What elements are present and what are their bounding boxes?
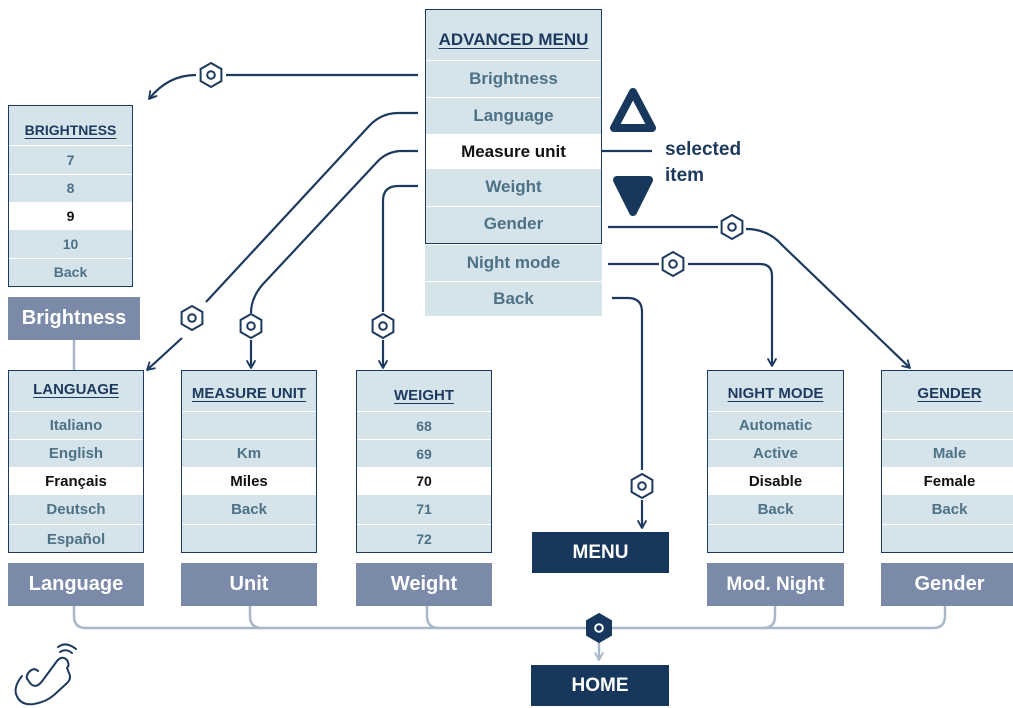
- language-menu: LANGUAGE Italiano English Français Deuts…: [8, 370, 144, 553]
- night-connector-arrow: [688, 262, 777, 367]
- gender-menu-title: GENDER: [917, 385, 982, 402]
- list-item[interactable]: 72: [416, 531, 432, 547]
- list-item[interactable]: Back: [931, 500, 968, 518]
- list-item[interactable]: Active: [752, 445, 799, 462]
- unit-label: Unit: [181, 563, 317, 606]
- list-item: [882, 525, 1013, 553]
- hexagon-button-icon: [180, 304, 204, 332]
- list-item[interactable]: Miles: [182, 467, 316, 495]
- list-item[interactable]: Disable: [708, 467, 843, 495]
- list-item[interactable]: 68: [416, 417, 432, 434]
- menu-item-weight[interactable]: Weight: [485, 177, 542, 196]
- list-item[interactable]: Male: [932, 445, 967, 462]
- weight-label: Weight: [356, 563, 492, 606]
- list-item[interactable]: English: [48, 445, 104, 462]
- triangle-down-icon: [613, 176, 653, 216]
- advanced-menu: ADVANCED MENU Brightness Language Measur…: [425, 9, 602, 244]
- advanced-menu-extension: Night mode Back: [425, 245, 602, 316]
- weight-menu: WEIGHT 68 69 70 71 72: [356, 370, 492, 553]
- language-connector-arrow: [146, 337, 183, 371]
- list-item[interactable]: 8: [66, 180, 75, 196]
- gender-menu: GENDER Male Female Back: [881, 370, 1013, 553]
- brightness-menu-title: BRIGHTNESS: [24, 122, 117, 138]
- hexagon-button-icon: [586, 612, 612, 644]
- list-item[interactable]: Español: [46, 530, 106, 548]
- menu-item-night-mode[interactable]: Night mode: [466, 253, 561, 272]
- hexagon-button-icon: [199, 61, 223, 89]
- hexagon-button-icon: [661, 250, 685, 278]
- list-item[interactable]: Deutsch: [46, 500, 106, 518]
- advanced-menu-title: ADVANCED MENU: [438, 30, 589, 49]
- list-item[interactable]: Back: [53, 264, 88, 280]
- menu-box: MENU: [532, 532, 669, 573]
- language-label: Language: [8, 563, 144, 606]
- menu-item-brightness[interactable]: Brightness: [469, 69, 558, 88]
- language-menu-title: LANGUAGE: [33, 381, 119, 398]
- list-item[interactable]: Automatic: [738, 417, 813, 434]
- selected-item-note: selected item: [665, 139, 742, 186]
- hexagon-button-icon: [630, 472, 654, 500]
- triangle-up-icon: [610, 88, 656, 132]
- hexagon-button-icon: [371, 312, 395, 340]
- list-item: [182, 525, 316, 553]
- hexagon-button-icon: [239, 312, 263, 340]
- night-mode-menu: NIGHT MODE Automatic Active Disable Back: [707, 370, 844, 553]
- menu-item-measure-unit[interactable]: Measure unit: [426, 134, 601, 169]
- brightness-menu: BRIGHTNESS 7 8 9 10 Back: [8, 105, 133, 287]
- list-item: [182, 412, 316, 439]
- language-connector: [205, 111, 418, 303]
- menu-item-language[interactable]: Language: [473, 106, 554, 125]
- unit-connector: [249, 149, 418, 314]
- home-box: HOME: [531, 665, 669, 706]
- measure-unit-menu-title: MEASURE UNIT: [191, 385, 307, 402]
- list-item[interactable]: Italiano: [49, 417, 103, 434]
- brightness-connector-arrow: [148, 73, 197, 100]
- menu-item-gender[interactable]: Gender: [483, 214, 544, 233]
- list-item[interactable]: Français: [9, 467, 143, 495]
- night-mode-menu-title: NIGHT MODE: [727, 385, 824, 402]
- list-item[interactable]: 69: [416, 445, 432, 462]
- list-item[interactable]: 10: [62, 236, 79, 252]
- list-item[interactable]: 9: [9, 202, 132, 230]
- list-item[interactable]: Female: [882, 467, 1013, 495]
- brightness-label: Brightness: [8, 297, 140, 340]
- weight-connector: [381, 184, 418, 312]
- menu-item-back[interactable]: Back: [493, 288, 534, 308]
- mod-night-label: Mod. Night: [707, 563, 844, 606]
- weight-menu-title: WEIGHT: [394, 387, 454, 404]
- home-bus-line: [72, 606, 947, 630]
- gender-connector-arrow: [745, 227, 911, 369]
- hexagon-button-icon: [720, 213, 744, 241]
- list-item[interactable]: 7: [66, 152, 75, 168]
- hand-pointer-icon: [14, 643, 77, 706]
- back-connector: [612, 296, 644, 470]
- list-item[interactable]: 70: [357, 467, 491, 495]
- list-item[interactable]: Km: [236, 445, 262, 462]
- list-item: [882, 412, 1013, 439]
- list-item[interactable]: Back: [757, 500, 794, 518]
- list-item[interactable]: 71: [416, 501, 432, 517]
- list-item: [708, 525, 843, 553]
- gender-label: Gender: [881, 563, 1013, 606]
- list-item[interactable]: Back: [231, 500, 267, 518]
- measure-unit-menu: MEASURE UNIT Km Miles Back: [181, 370, 317, 553]
